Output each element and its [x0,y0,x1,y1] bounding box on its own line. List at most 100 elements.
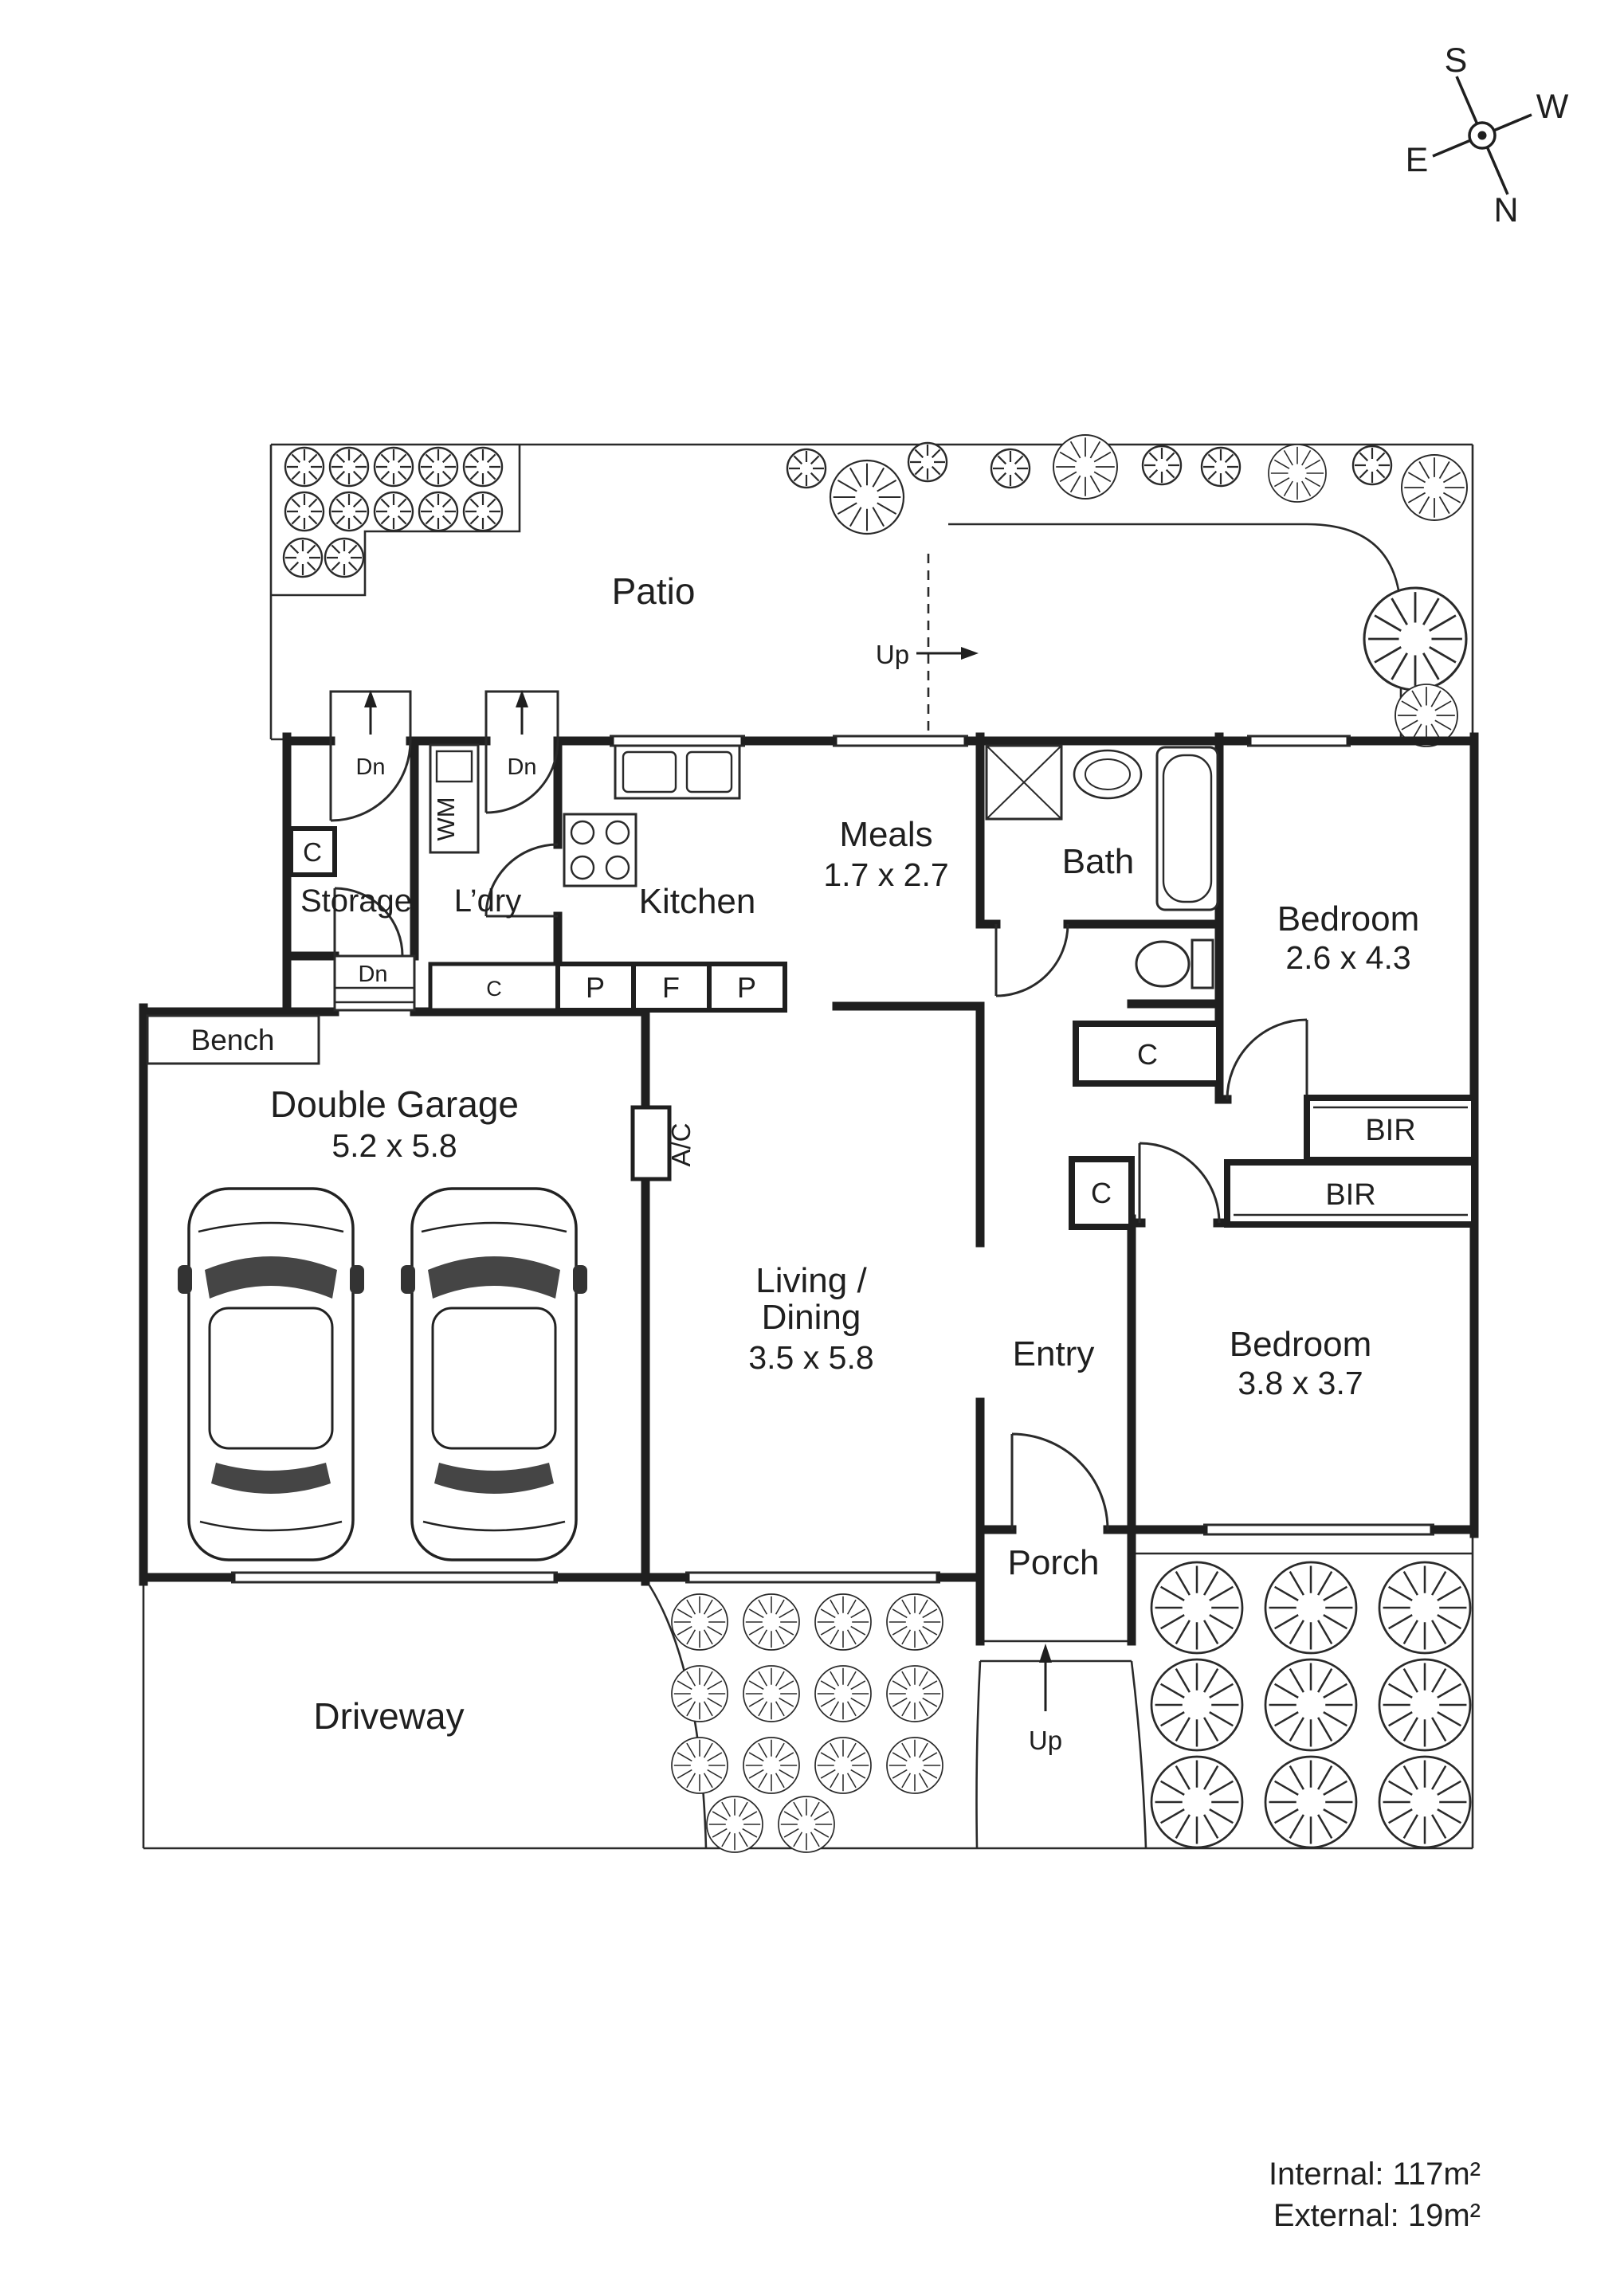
tree-icon [886,1665,943,1722]
kitchen-sink-icon [614,744,741,800]
storage-cupboard-icon [288,826,337,877]
entry-label: Entry [1013,1334,1095,1373]
bir1-icon [1304,1095,1477,1163]
washing-machine-label: WM [432,797,460,840]
dn-laundry-label: Dn [507,754,536,780]
compass-north: N [1493,191,1518,229]
pantry2-label: P [737,971,756,1004]
compass-hub-dot [1477,131,1487,140]
compass-rose: S W E N [1406,41,1569,229]
storage-cupboard-label: C [303,837,322,867]
laundry-cupboard-label: C [486,977,502,1001]
arrow-up-icon [1039,1644,1052,1663]
garden-bed-mid-curve [975,1660,982,1849]
bedroom1-label: Bedroom [1277,899,1420,938]
tree-icon [1264,1658,1358,1752]
bush-icon [373,491,414,532]
laundry-label: L’dry [454,884,522,919]
porch-up-arrow [1039,1644,1052,1711]
porch-step-lines [980,1640,1132,1663]
arrow-up-icon [516,690,528,707]
tree-icon [743,1665,800,1722]
bedroom2-label: Bedroom [1230,1325,1372,1364]
storage-hall-door [333,887,404,957]
meals-window [833,735,968,747]
compass-south: S [1445,41,1468,80]
patio-outline [269,443,1474,741]
tree-icon [743,1593,800,1651]
driveway-label: Driveway [313,1695,464,1737]
patio-up-arrow [916,647,979,660]
laundry-patio-door [484,740,559,814]
hall-cupboard-label: C [1137,1038,1158,1071]
pantry-fridge-run [555,962,787,1013]
tree-icon [886,1593,943,1651]
tree-icon [1053,434,1118,500]
bedroom2-door [1138,1142,1221,1224]
tree-icon [1401,454,1468,521]
bir2-label: BIR [1325,1178,1375,1212]
bush-icon [284,446,325,488]
kitchen-window [610,735,745,747]
bush-icon [907,441,948,483]
tree-icon [814,1665,872,1722]
living-window [685,1571,940,1584]
tree-icon [886,1737,943,1794]
meals-dims: 1.7 x 2.7 [823,856,948,893]
bench-icon [146,1014,320,1065]
bush-icon [418,446,459,488]
arrow-up-icon [364,690,377,707]
garage-cars [176,1187,589,1561]
fixtures [146,743,1477,1230]
tree-icon [814,1593,872,1651]
bush-icon [328,446,370,488]
tree-icon [1378,1755,1472,1849]
garage-label: Double Garage [270,1083,519,1125]
bush-icon [1351,445,1393,486]
tree-icon [1150,1755,1244,1849]
porch-label: Porch [1008,1543,1100,1582]
bush-icon [328,491,370,532]
patio-garden-bed-edge [948,523,1402,737]
bath-label: Bath [1062,842,1135,881]
walls-porch [975,1214,1136,1646]
bedroom1-window [1247,735,1351,747]
bathtub-icon [1155,746,1219,911]
tree-icon [671,1665,728,1722]
bush-icon [1141,445,1183,486]
tree-icon [1150,1561,1244,1655]
laundry-kitchen-door [484,843,559,918]
dn-garage-label: Dn [358,962,387,987]
tree-icon [1264,1561,1358,1655]
entry-cupboard-label: C [1091,1177,1112,1209]
patio-landscaping [282,434,1468,747]
bath-door [994,923,1069,997]
tree-icon [706,1796,763,1853]
bench-label: Bench [191,1024,275,1056]
garden-bed-right-curve [1130,1660,1147,1849]
bush-icon [786,448,827,489]
tree-icon [1264,1755,1358,1849]
washing-machine-icon [429,743,480,854]
cooktop-icon [563,813,637,887]
pantry1-label: P [586,971,605,1004]
bush-icon [462,491,504,532]
tree-icon [1150,1658,1244,1752]
tree-icon [1378,1561,1472,1655]
bush-icon [282,537,324,578]
patio-label: Patio [612,570,696,612]
garage-door-panel [231,1571,558,1584]
dn-storage-label: Dn [355,754,385,780]
fridge-label: F [662,971,680,1004]
bush-icon [990,448,1031,489]
tree-icon [671,1737,728,1794]
bedroom1-door [1226,1018,1308,1100]
living-dims: 3.5 x 5.8 [748,1339,873,1376]
doors [329,740,1308,1530]
storage-patio-door [329,740,412,822]
tree-icon [829,459,905,535]
bedroom2-window [1203,1523,1434,1536]
entry-cupboard-icon [1069,1156,1135,1230]
bush-icon [284,491,325,532]
external-area-label: External: 19m² [1273,2198,1481,2233]
